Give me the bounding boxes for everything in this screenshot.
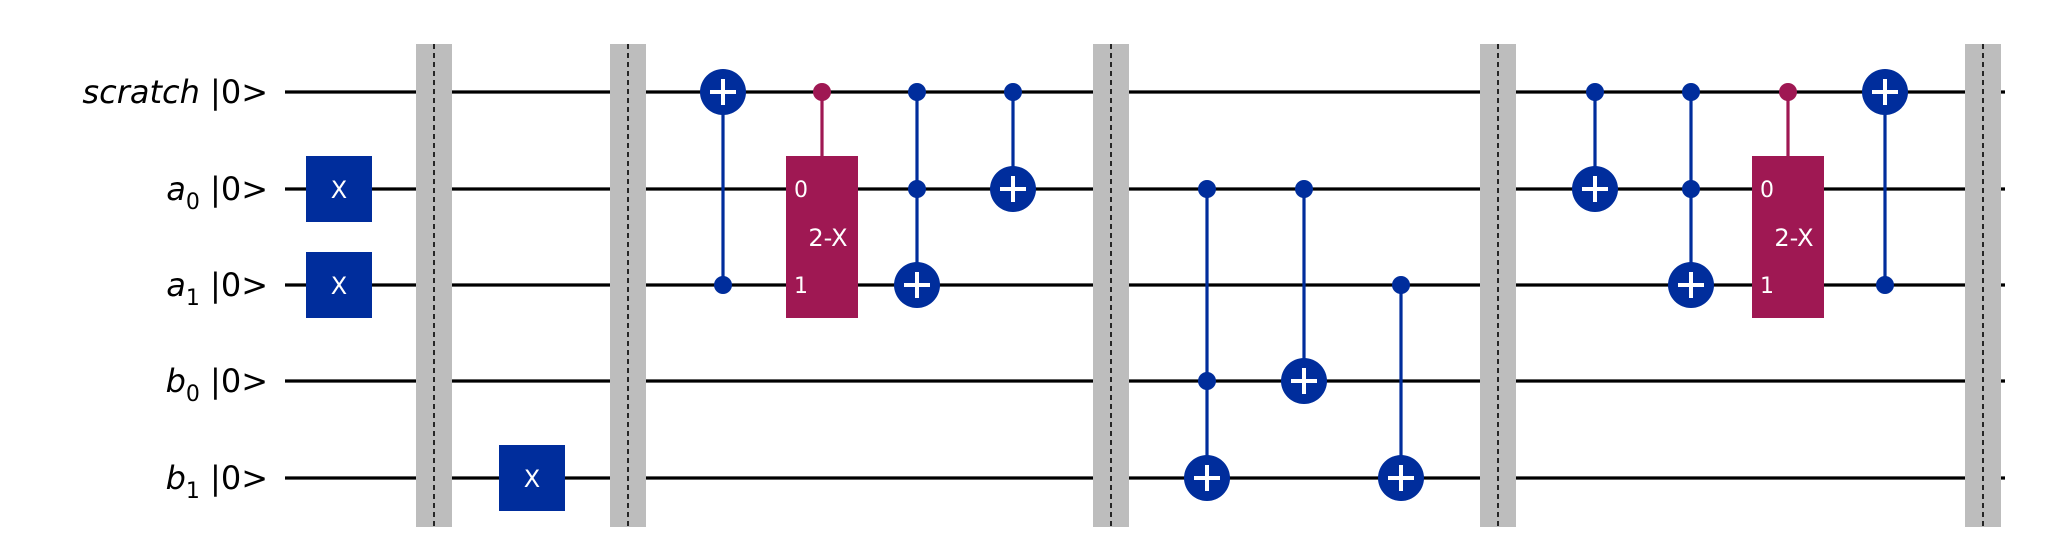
qubit-label-b1: b1 |0>: [166, 459, 268, 504]
control-dot: [813, 83, 831, 101]
qubit-name: b: [166, 362, 186, 400]
qubit-wires: [285, 90, 2005, 480]
control-dot: [1004, 83, 1022, 101]
qubit-label-a1: a1 |0>: [166, 266, 268, 311]
x-gate-label: X: [331, 176, 347, 204]
qubit-name: b: [166, 459, 186, 497]
control-dot: [1682, 83, 1700, 101]
control-dot: [1198, 372, 1216, 390]
control-dot: [1586, 83, 1604, 101]
controlled-box-port-label: 0: [1760, 178, 1774, 203]
controlled-box-port-label: 1: [794, 274, 808, 299]
qubit-initial-state: |0>: [200, 459, 268, 497]
controlled-box-port-label: 0: [794, 178, 808, 203]
qubit-subscript: 0: [186, 190, 200, 215]
controlled-box-port-label: 1: [1760, 274, 1774, 299]
x-gate: [499, 445, 565, 511]
qubit-label-b0: b0 |0>: [166, 362, 268, 407]
control-dot: [1876, 276, 1894, 294]
control-dot: [1198, 180, 1216, 198]
controlled-box-label: 2-X: [808, 224, 847, 252]
qubit-initial-state: |0>: [200, 266, 268, 304]
controlled-box-gate: [786, 156, 858, 318]
qubit-subscript: 0: [186, 382, 200, 407]
qubit-label-a0: a0 |0>: [166, 170, 268, 215]
control-dot: [1779, 83, 1797, 101]
control-dot: [1392, 276, 1410, 294]
qubit-name: scratch: [82, 73, 199, 111]
qubit-initial-state: |0>: [200, 73, 268, 111]
x-gate-label: X: [331, 272, 347, 300]
control-dot: [908, 180, 926, 198]
barrier: [1480, 44, 1516, 527]
control-dot: [1295, 180, 1313, 198]
x-gate: [306, 252, 372, 318]
barrier: [1965, 44, 2001, 527]
control-dot: [908, 83, 926, 101]
qubit-name: a: [166, 266, 186, 304]
x-gate-label: X: [524, 465, 540, 493]
controlled-box-gate: [1752, 156, 1824, 318]
qubit-initial-state: |0>: [200, 170, 268, 208]
qubit-name: a: [166, 170, 186, 208]
x-gate: [306, 156, 372, 222]
barrier: [416, 44, 452, 527]
controlled-box-label: 2-X: [1774, 224, 1813, 252]
barriers: [416, 44, 2001, 527]
qubit-initial-state: |0>: [200, 362, 268, 400]
qubit-label-scratch: scratch |0>: [82, 73, 268, 111]
barrier: [610, 44, 646, 527]
qubit-subscript: 1: [186, 479, 200, 504]
control-dot: [1682, 180, 1700, 198]
barrier: [1093, 44, 1129, 527]
control-dot: [714, 276, 732, 294]
qubit-labels: scratch |0>a0 |0>a1 |0>b0 |0>b1 |0>: [82, 73, 268, 504]
qubit-subscript: 1: [186, 286, 200, 311]
